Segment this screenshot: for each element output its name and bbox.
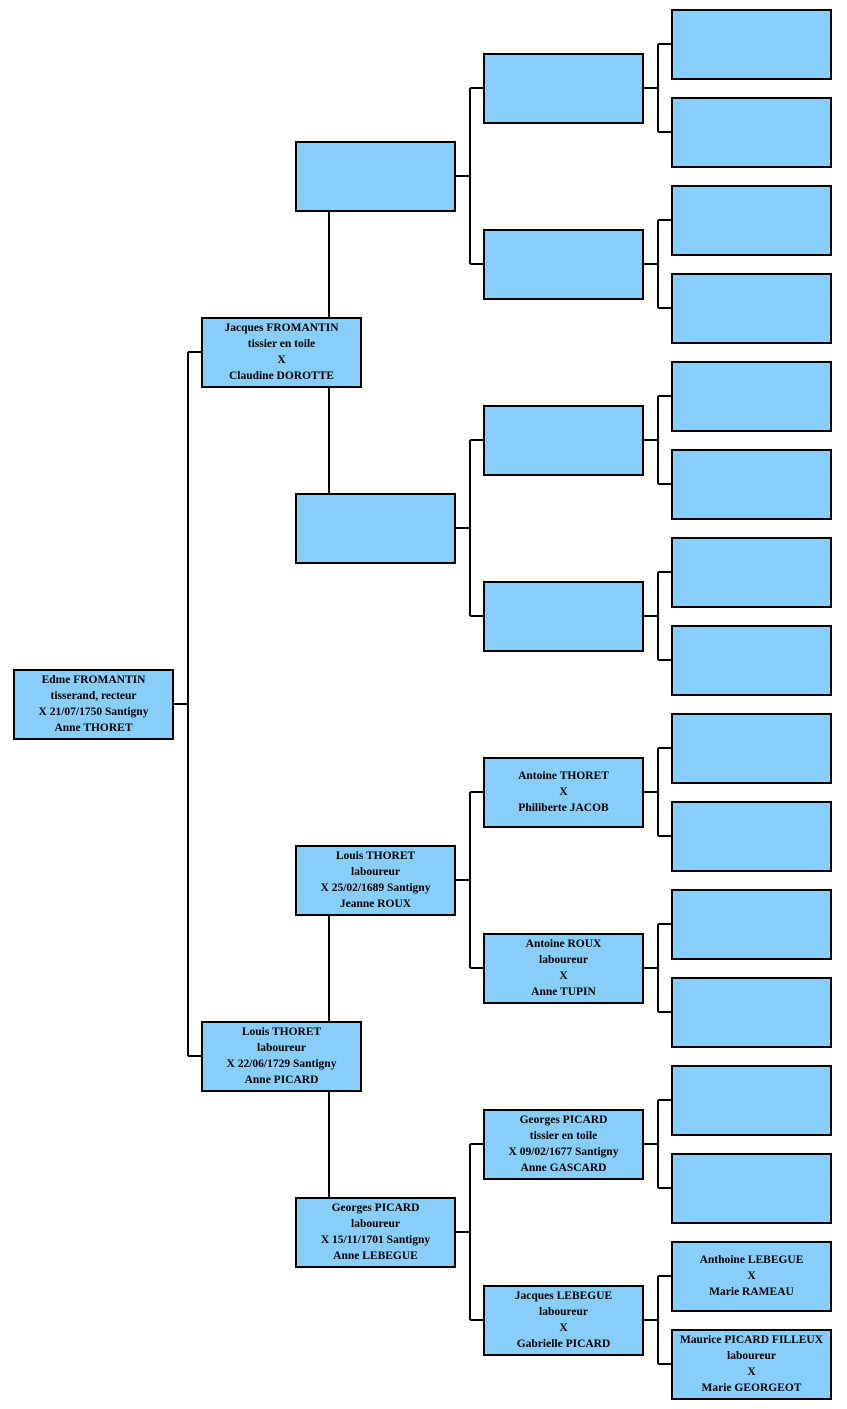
person-line: Antoine THORET [518,770,609,782]
person-box-gen4-1[interactable] [671,8,832,80]
person-box-gen4-12[interactable] [671,976,832,1048]
person-line: Anne GASCARD [520,1162,607,1174]
person-line: Philiberte JACOB [518,802,609,814]
person-box-gen3-7[interactable]: Georges PICARD tissier en toile X 09/02/16… [483,1108,644,1180]
person-line: Jacques LEBEGUE [514,1290,613,1302]
person-line: Maurice PICARD FILLEUX [679,1334,824,1346]
person-line: Antoine ROUX [525,938,602,950]
person-line: Anne TUPIN [531,986,596,998]
person-box-gen4-13[interactable] [671,1064,832,1136]
person-line: Jeanne ROUX [339,898,412,910]
person-line: Edme FROMANTIN [41,674,146,686]
person-box-gen4-4[interactable] [671,272,832,344]
person-line: laboureur [351,866,400,878]
person-line: X 25/02/1689 Santigny [320,882,431,894]
person-line: tissier en toile [529,1130,598,1142]
person-box-gen4-11[interactable] [671,888,832,960]
person-line: X 15/11/1701 Santigny [320,1234,431,1246]
person-line: Anthoine LEBEGUE [699,1254,804,1266]
person-line: tisserand, recteur [50,690,137,702]
person-box-gen4-10[interactable] [671,800,832,872]
person-line: X [747,1366,756,1378]
person-box-gen4-8[interactable] [671,624,832,696]
person-line: laboureur [727,1350,776,1362]
person-line: X [277,354,286,366]
person-line: X [559,1322,568,1334]
person-line: Anne PICARD [244,1074,319,1086]
person-line: X [559,970,568,982]
person-box-gen4-9[interactable] [671,712,832,784]
person-line: Anne LEBEGUE [333,1250,418,1262]
person-box-gen4-6[interactable] [671,448,832,520]
person-line: Jacques FROMANTIN [224,322,339,334]
person-box-gen4-3[interactable] [671,184,832,256]
person-line: X [747,1270,756,1282]
person-line: Marie GEORGEOT [701,1382,802,1394]
person-line: X 22/06/1729 Santigny [226,1058,337,1070]
person-box-root[interactable]: Edme FROMANTIN tisserand, recteur X 21/07/… [13,668,174,740]
person-box-gen4-5[interactable] [671,360,832,432]
person-line: Gabrielle PICARD [516,1338,611,1350]
person-line: Georges PICARD [331,1202,420,1214]
person-box-gen1-2[interactable]: Louis THORET laboureur X 22/06/1729 Santig… [201,1020,362,1092]
person-line: laboureur [257,1042,306,1054]
person-box-gen4-15[interactable]: Anthoine LEBEGUE X Marie RAMEAU [671,1240,832,1312]
person-line: tissier en toile [247,338,316,350]
person-line: Georges PICARD [519,1114,608,1126]
person-box-gen3-5[interactable]: Antoine THORET X Philiberte JACOB [483,756,644,828]
person-box-gen3-2[interactable] [483,228,644,300]
person-line: laboureur [351,1218,400,1230]
person-line: X 21/07/1750 Santigny [38,706,149,718]
person-line: Marie RAMEAU [709,1286,794,1298]
person-box-gen4-7[interactable] [671,536,832,608]
person-line: Louis THORET [335,850,416,862]
person-line: laboureur [539,1306,588,1318]
person-line: laboureur [539,954,588,966]
person-box-gen2-3[interactable]: Louis THORET laboureur X 25/02/1689 Santig… [295,844,456,916]
person-line: X [559,786,568,798]
person-box-gen3-1[interactable] [483,52,644,124]
person-line: X 09/02/1677 Santigny [508,1146,619,1158]
person-box-gen4-2[interactable] [671,96,832,168]
person-line: Louis THORET [241,1026,322,1038]
person-line: Anne THORET [54,722,133,734]
person-box-gen2-2[interactable] [295,492,456,564]
person-box-gen3-4[interactable] [483,580,644,652]
person-box-gen3-3[interactable] [483,404,644,476]
person-box-gen2-4[interactable]: Georges PICARD laboureur X 15/11/1701 Sant… [295,1196,456,1268]
person-line: Claudine DOROTTE [228,370,335,382]
person-box-gen2-1[interactable] [295,140,456,212]
person-box-gen4-14[interactable] [671,1152,832,1224]
